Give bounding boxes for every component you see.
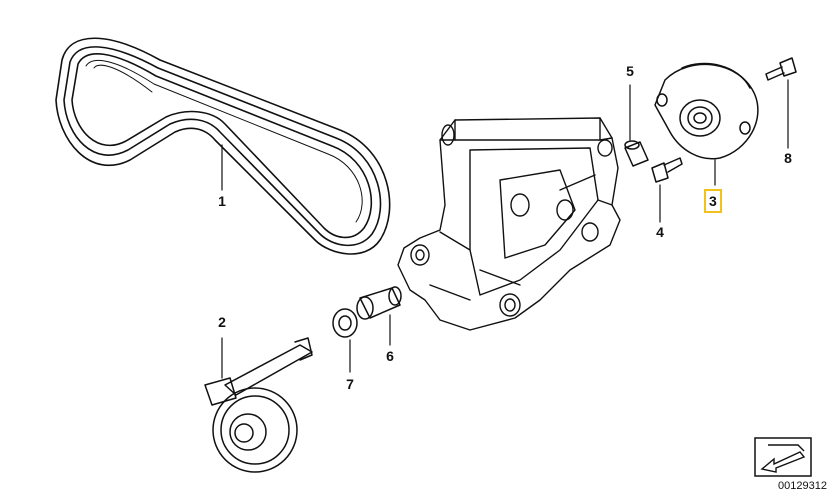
callout-2: 2 (218, 314, 226, 330)
washer (332, 308, 358, 338)
idler-pulley (204, 337, 313, 473)
bushing (624, 140, 649, 167)
drive-belt (55, 37, 391, 255)
callout-4: 4 (656, 224, 664, 240)
callout-7: 7 (346, 376, 354, 392)
callout-5: 5 (626, 63, 634, 79)
sleeve (356, 286, 402, 320)
mounting-bracket (397, 117, 621, 331)
arrow-stamp-icon (754, 437, 812, 477)
leader-lines (221, 79, 789, 379)
tensioner-pulley (654, 62, 759, 160)
callout-1: 1 (218, 193, 226, 209)
bolt-short (651, 157, 683, 183)
callout-6: 6 (386, 348, 394, 364)
callout-8: 8 (784, 150, 792, 166)
callout-3-highlighted[interactable]: 3 (704, 189, 722, 213)
bolt-long (765, 57, 797, 81)
document-number: 00129312 (778, 480, 827, 492)
